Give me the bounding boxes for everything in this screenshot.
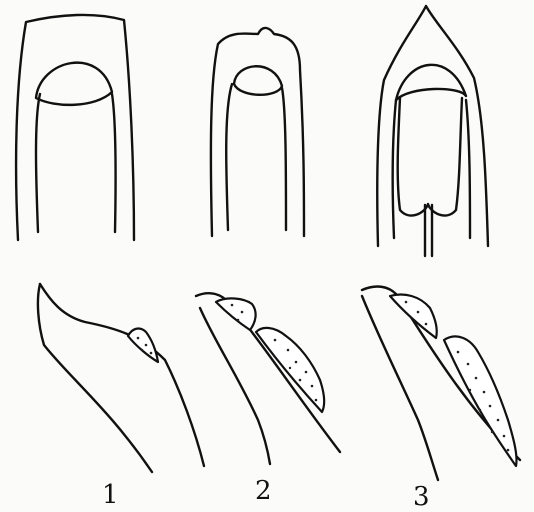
stage-label-1: 1 <box>102 482 119 508</box>
stage-label-2: 2 <box>255 478 272 504</box>
side-view-2 <box>196 293 340 464</box>
apex-outline-1 <box>16 15 134 240</box>
side-view-3 <box>362 287 520 480</box>
stage-label-3: 3 <box>413 484 430 510</box>
side-view-1 <box>38 284 204 472</box>
apex-outline-2 <box>211 28 304 236</box>
apex-outline-3 <box>377 6 488 256</box>
